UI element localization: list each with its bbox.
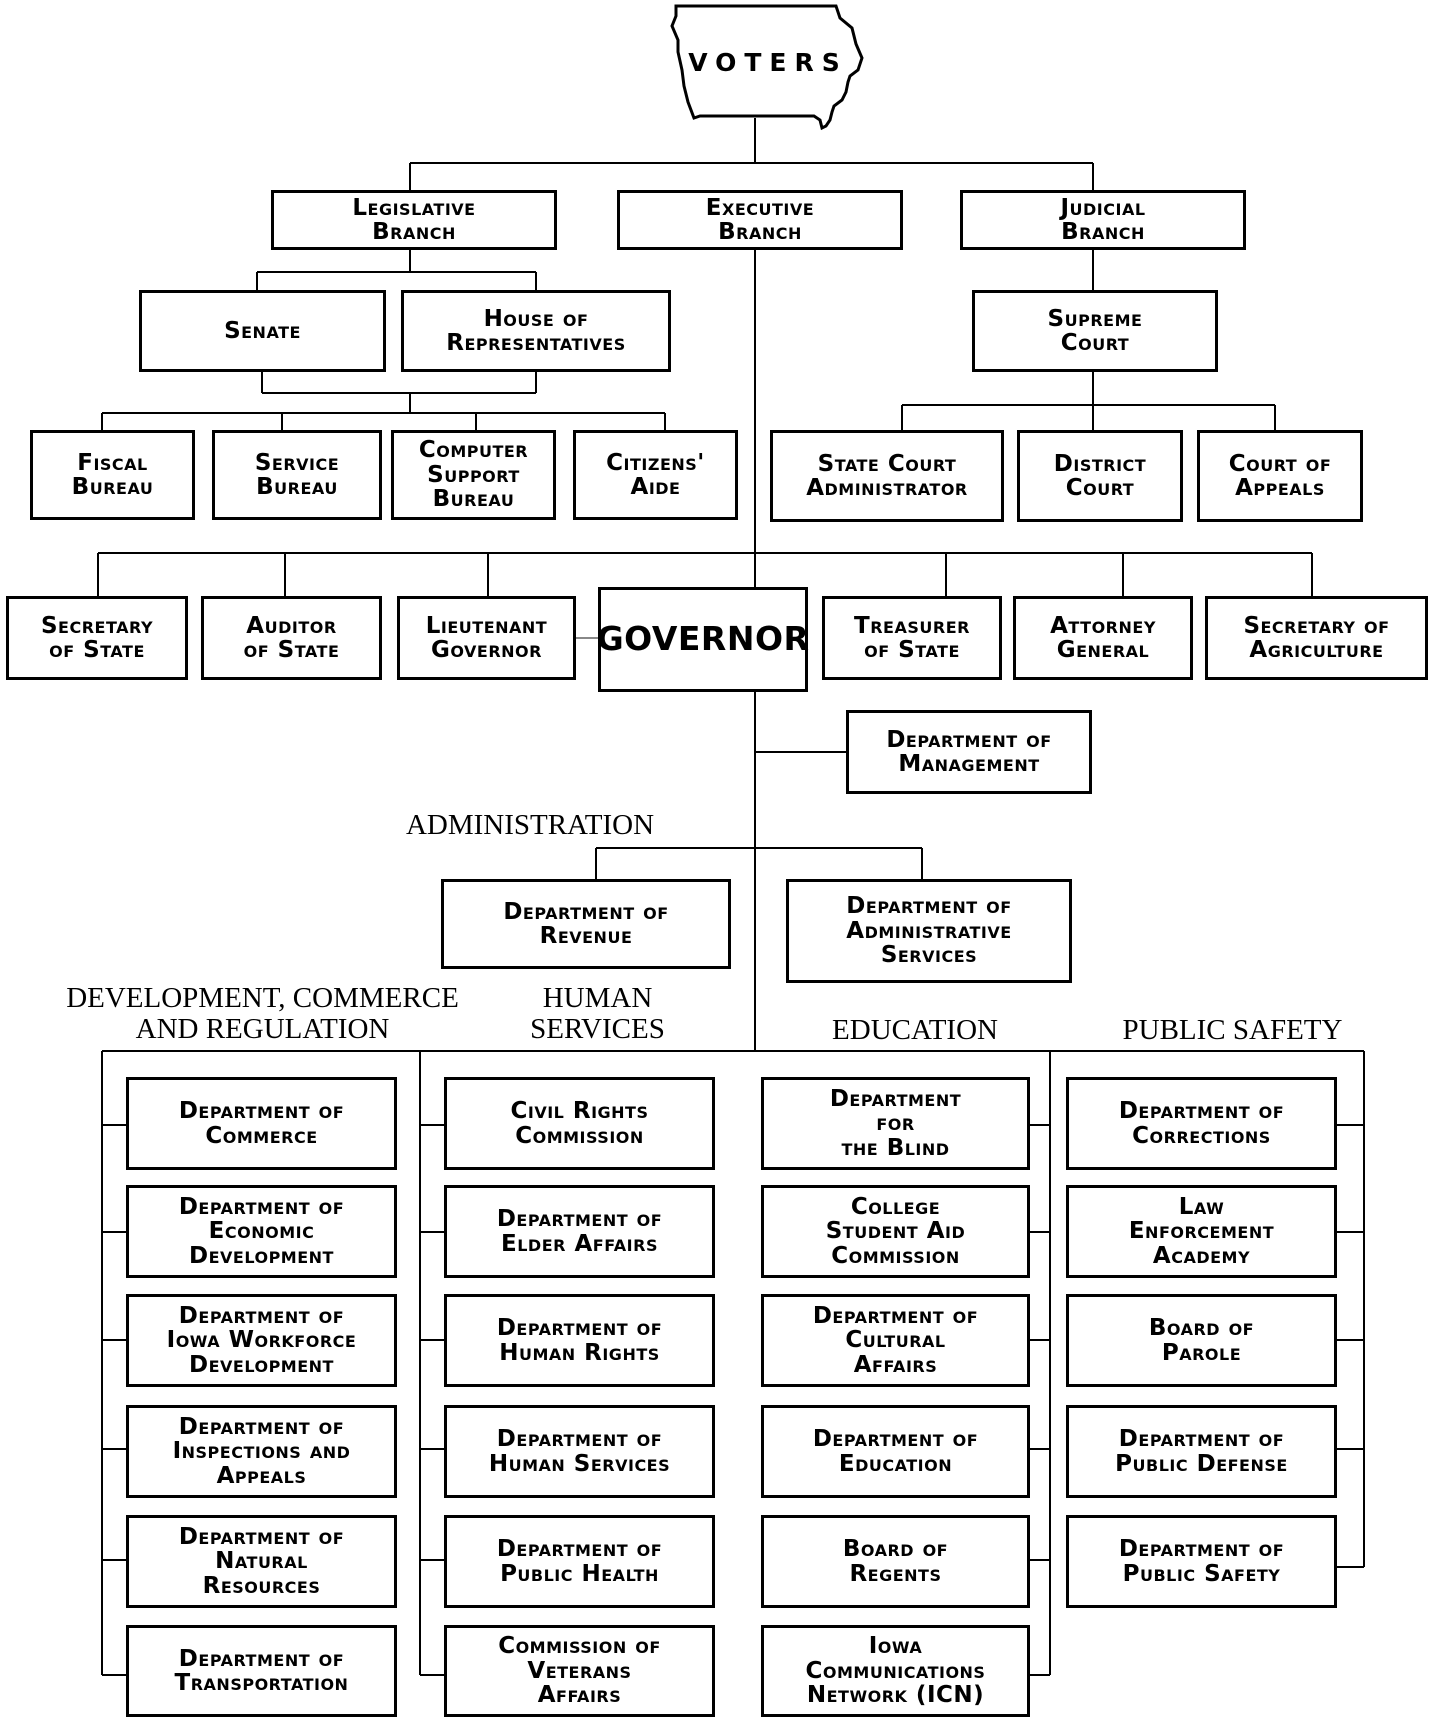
dept-human-services-box: Department of Human Services xyxy=(444,1405,715,1498)
service-bureau-box: Service Bureau xyxy=(212,430,382,520)
department-of-revenue-box: Department of Revenue xyxy=(441,879,731,969)
dept-transportation-box: Department of Transportation xyxy=(126,1625,397,1717)
governor-box: GOVERNOR xyxy=(597,587,809,692)
civil-rights-commission-box: Civil Rights Commission xyxy=(444,1077,715,1170)
public-safety-category-label: PUBLIC SAFETY xyxy=(1122,1014,1343,1046)
dept-iowa-workforce-box: Department of Iowa Workforce Development xyxy=(126,1294,397,1387)
judicial-branch-box: Judicial Branch xyxy=(960,190,1246,250)
dept-natural-resources-box: Department of Natural Resources xyxy=(126,1515,397,1608)
lieutenant-governor-box: Lieutenant Governor xyxy=(397,596,576,680)
development-category-label: DEVELOPMENT, COMMERCE AND REGULATION xyxy=(66,982,459,1046)
citizens-aide-box: Citizens' Aide xyxy=(573,430,738,520)
supreme-court-box: Supreme Court xyxy=(972,290,1218,372)
secretary-of-state-box: Secretary of State xyxy=(6,596,188,680)
dept-human-rights-box: Department of Human Rights xyxy=(444,1294,715,1387)
senate-box: Senate xyxy=(139,290,386,372)
dept-corrections-box: Department of Corrections xyxy=(1066,1077,1337,1170)
law-enforcement-academy-box: Law Enforcement Academy xyxy=(1066,1185,1337,1278)
voters-label: VOTERS xyxy=(688,48,848,77)
legislative-branch-box: Legislative Branch xyxy=(271,190,557,250)
computer-support-bureau-box: Computer Support Bureau xyxy=(391,430,556,520)
dept-public-health-box: Department of Public Health xyxy=(444,1515,715,1608)
administration-label: ADMINISTRATION xyxy=(405,809,655,841)
department-of-management-box: Department of Management xyxy=(846,710,1092,794)
department-of-administrative-services-box: Department of Administrative Services xyxy=(786,879,1072,983)
college-student-aid-commission-box: College Student Aid Commission xyxy=(761,1185,1030,1278)
dept-for-the-blind-box: Department for the Blind xyxy=(761,1077,1030,1170)
house-box: House of Representatives xyxy=(401,290,671,372)
dept-public-safety-box: Department of Public Safety xyxy=(1066,1515,1337,1608)
district-court-box: District Court xyxy=(1017,430,1183,522)
secretary-of-agriculture-box: Secretary of Agriculture xyxy=(1205,596,1428,680)
education-category-label: EDUCATION xyxy=(832,1014,998,1046)
dept-public-defense-box: Department of Public Defense xyxy=(1066,1405,1337,1498)
dept-elder-affairs-box: Department of Elder Affairs xyxy=(444,1185,715,1278)
iowa-outline xyxy=(670,4,864,131)
court-of-appeals-box: Court of Appeals xyxy=(1197,430,1363,522)
board-of-regents-box: Board of Regents xyxy=(761,1515,1030,1608)
board-of-parole-box: Board of Parole xyxy=(1066,1294,1337,1387)
attorney-general-box: Attorney General xyxy=(1013,596,1193,680)
fiscal-bureau-box: Fiscal Bureau xyxy=(30,430,195,520)
dept-cultural-affairs-box: Department of Cultural Affairs xyxy=(761,1294,1030,1387)
dept-inspections-appeals-box: Department of Inspections and Appeals xyxy=(126,1405,397,1498)
iowa-communications-network-box: Iowa Communications Network (ICN) xyxy=(761,1625,1030,1717)
human-services-category-label: HUMAN SERVICES xyxy=(530,982,665,1046)
dept-education-box: Department of Education xyxy=(761,1405,1030,1498)
dept-economic-development-box: Department of Economic Development xyxy=(126,1185,397,1278)
executive-branch-box: Executive Branch xyxy=(617,190,903,250)
treasurer-of-state-box: Treasurer of State xyxy=(822,596,1002,680)
auditor-of-state-box: Auditor of State xyxy=(201,596,382,680)
state-court-administrator-box: State Court Administrator xyxy=(770,430,1004,522)
commission-veterans-affairs-box: Commission of Veterans Affairs xyxy=(444,1625,715,1717)
dept-commerce-box: Department of Commerce xyxy=(126,1077,397,1170)
